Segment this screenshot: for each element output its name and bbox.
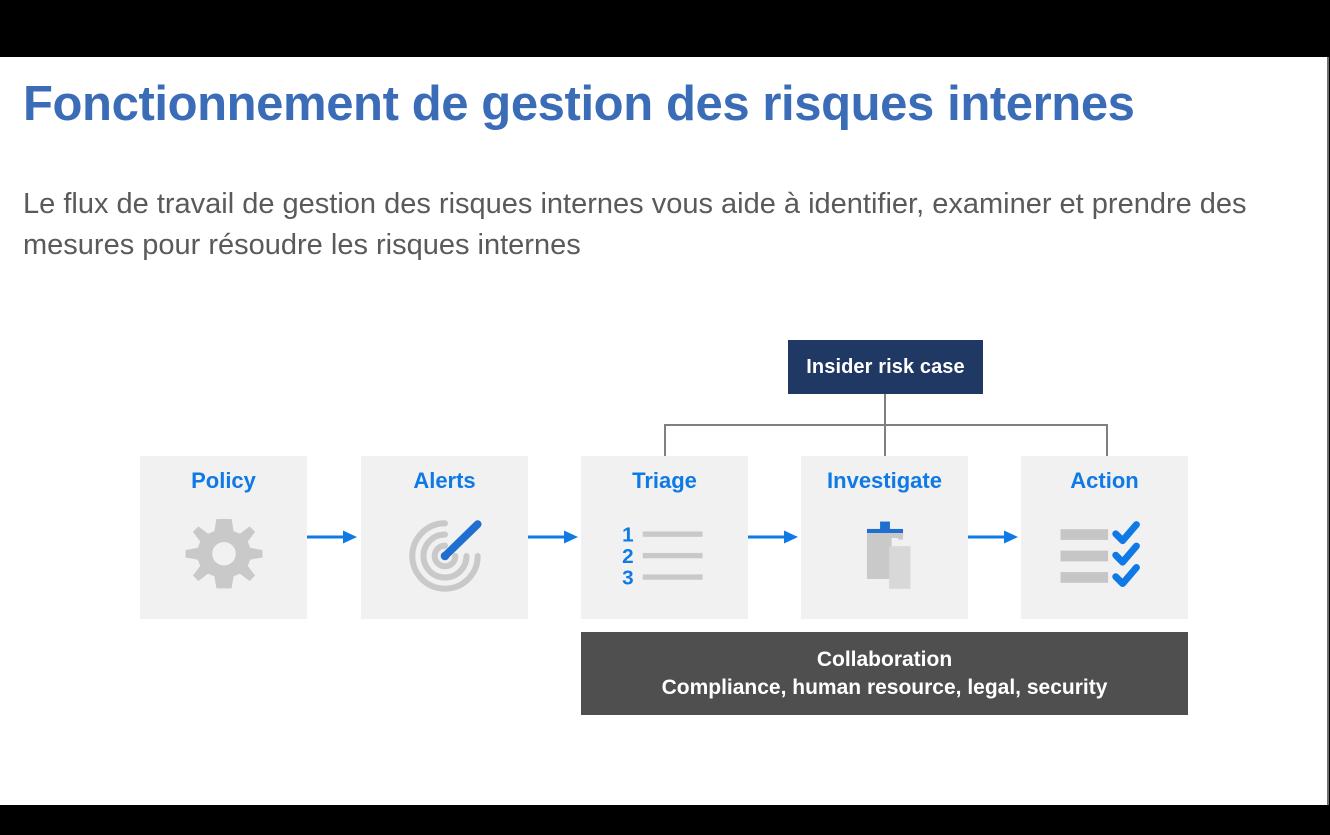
letterbox-bottom-bar <box>0 805 1330 835</box>
triage-number-3: 3 <box>622 566 634 589</box>
page-subtitle: Le flux de travail de gestion des risque… <box>23 188 1247 261</box>
insider-risk-case-box: Insider risk case <box>788 340 983 394</box>
stage-action: Action <box>1021 456 1188 619</box>
collaboration-title: Collaboration <box>816 647 953 671</box>
triage-number-2: 2 <box>622 545 634 568</box>
gear-icon <box>140 506 307 606</box>
stage-investigate: Investigate <box>801 456 968 619</box>
connector-horizontal-bar <box>664 424 1108 426</box>
presentation-slide: Fonctionnement de gestion des risques in… <box>0 57 1327 805</box>
triage-number-1: 1 <box>622 523 634 546</box>
collaboration-subtitle: Compliance, human resource, legal, secur… <box>661 675 1108 699</box>
connector-case-stem <box>884 394 886 425</box>
arrow-policy-to-alerts <box>307 530 357 544</box>
connector-drop-action <box>1106 424 1108 456</box>
stage-triage: Triage 1 2 3 <box>581 456 748 619</box>
letterbox-top-bar <box>0 0 1330 57</box>
arrow-alerts-to-triage <box>528 530 578 544</box>
numbered-list-icon: 1 2 3 <box>581 506 748 606</box>
insider-risk-workflow-diagram: Insider risk case Policy <box>0 57 1327 805</box>
stage-policy-label: Policy <box>191 468 256 493</box>
collaboration-banner: Collaboration Compliance, human resource… <box>581 632 1188 715</box>
arrow-investigate-to-action <box>968 530 1018 544</box>
stage-triage-label: Triage <box>632 468 697 493</box>
insider-risk-case-label: Insider risk case <box>806 355 965 378</box>
stage-alerts-label: Alerts <box>413 468 476 493</box>
stage-action-label: Action <box>1070 468 1139 493</box>
stage-investigate-label: Investigate <box>827 468 942 493</box>
slide-right-edge-line <box>1327 57 1329 805</box>
stage-policy: Policy <box>140 456 307 619</box>
checklist-icon <box>1021 506 1188 606</box>
stage-alerts: Alerts <box>361 456 528 619</box>
radar-alert-icon <box>361 506 528 606</box>
connector-drop-triage <box>664 424 666 456</box>
page-title: Fonctionnement de gestion des risques in… <box>23 77 1135 131</box>
connector-drop-investigate <box>884 424 886 456</box>
arrow-triage-to-investigate <box>748 530 798 544</box>
clipboard-documents-icon <box>801 506 968 606</box>
